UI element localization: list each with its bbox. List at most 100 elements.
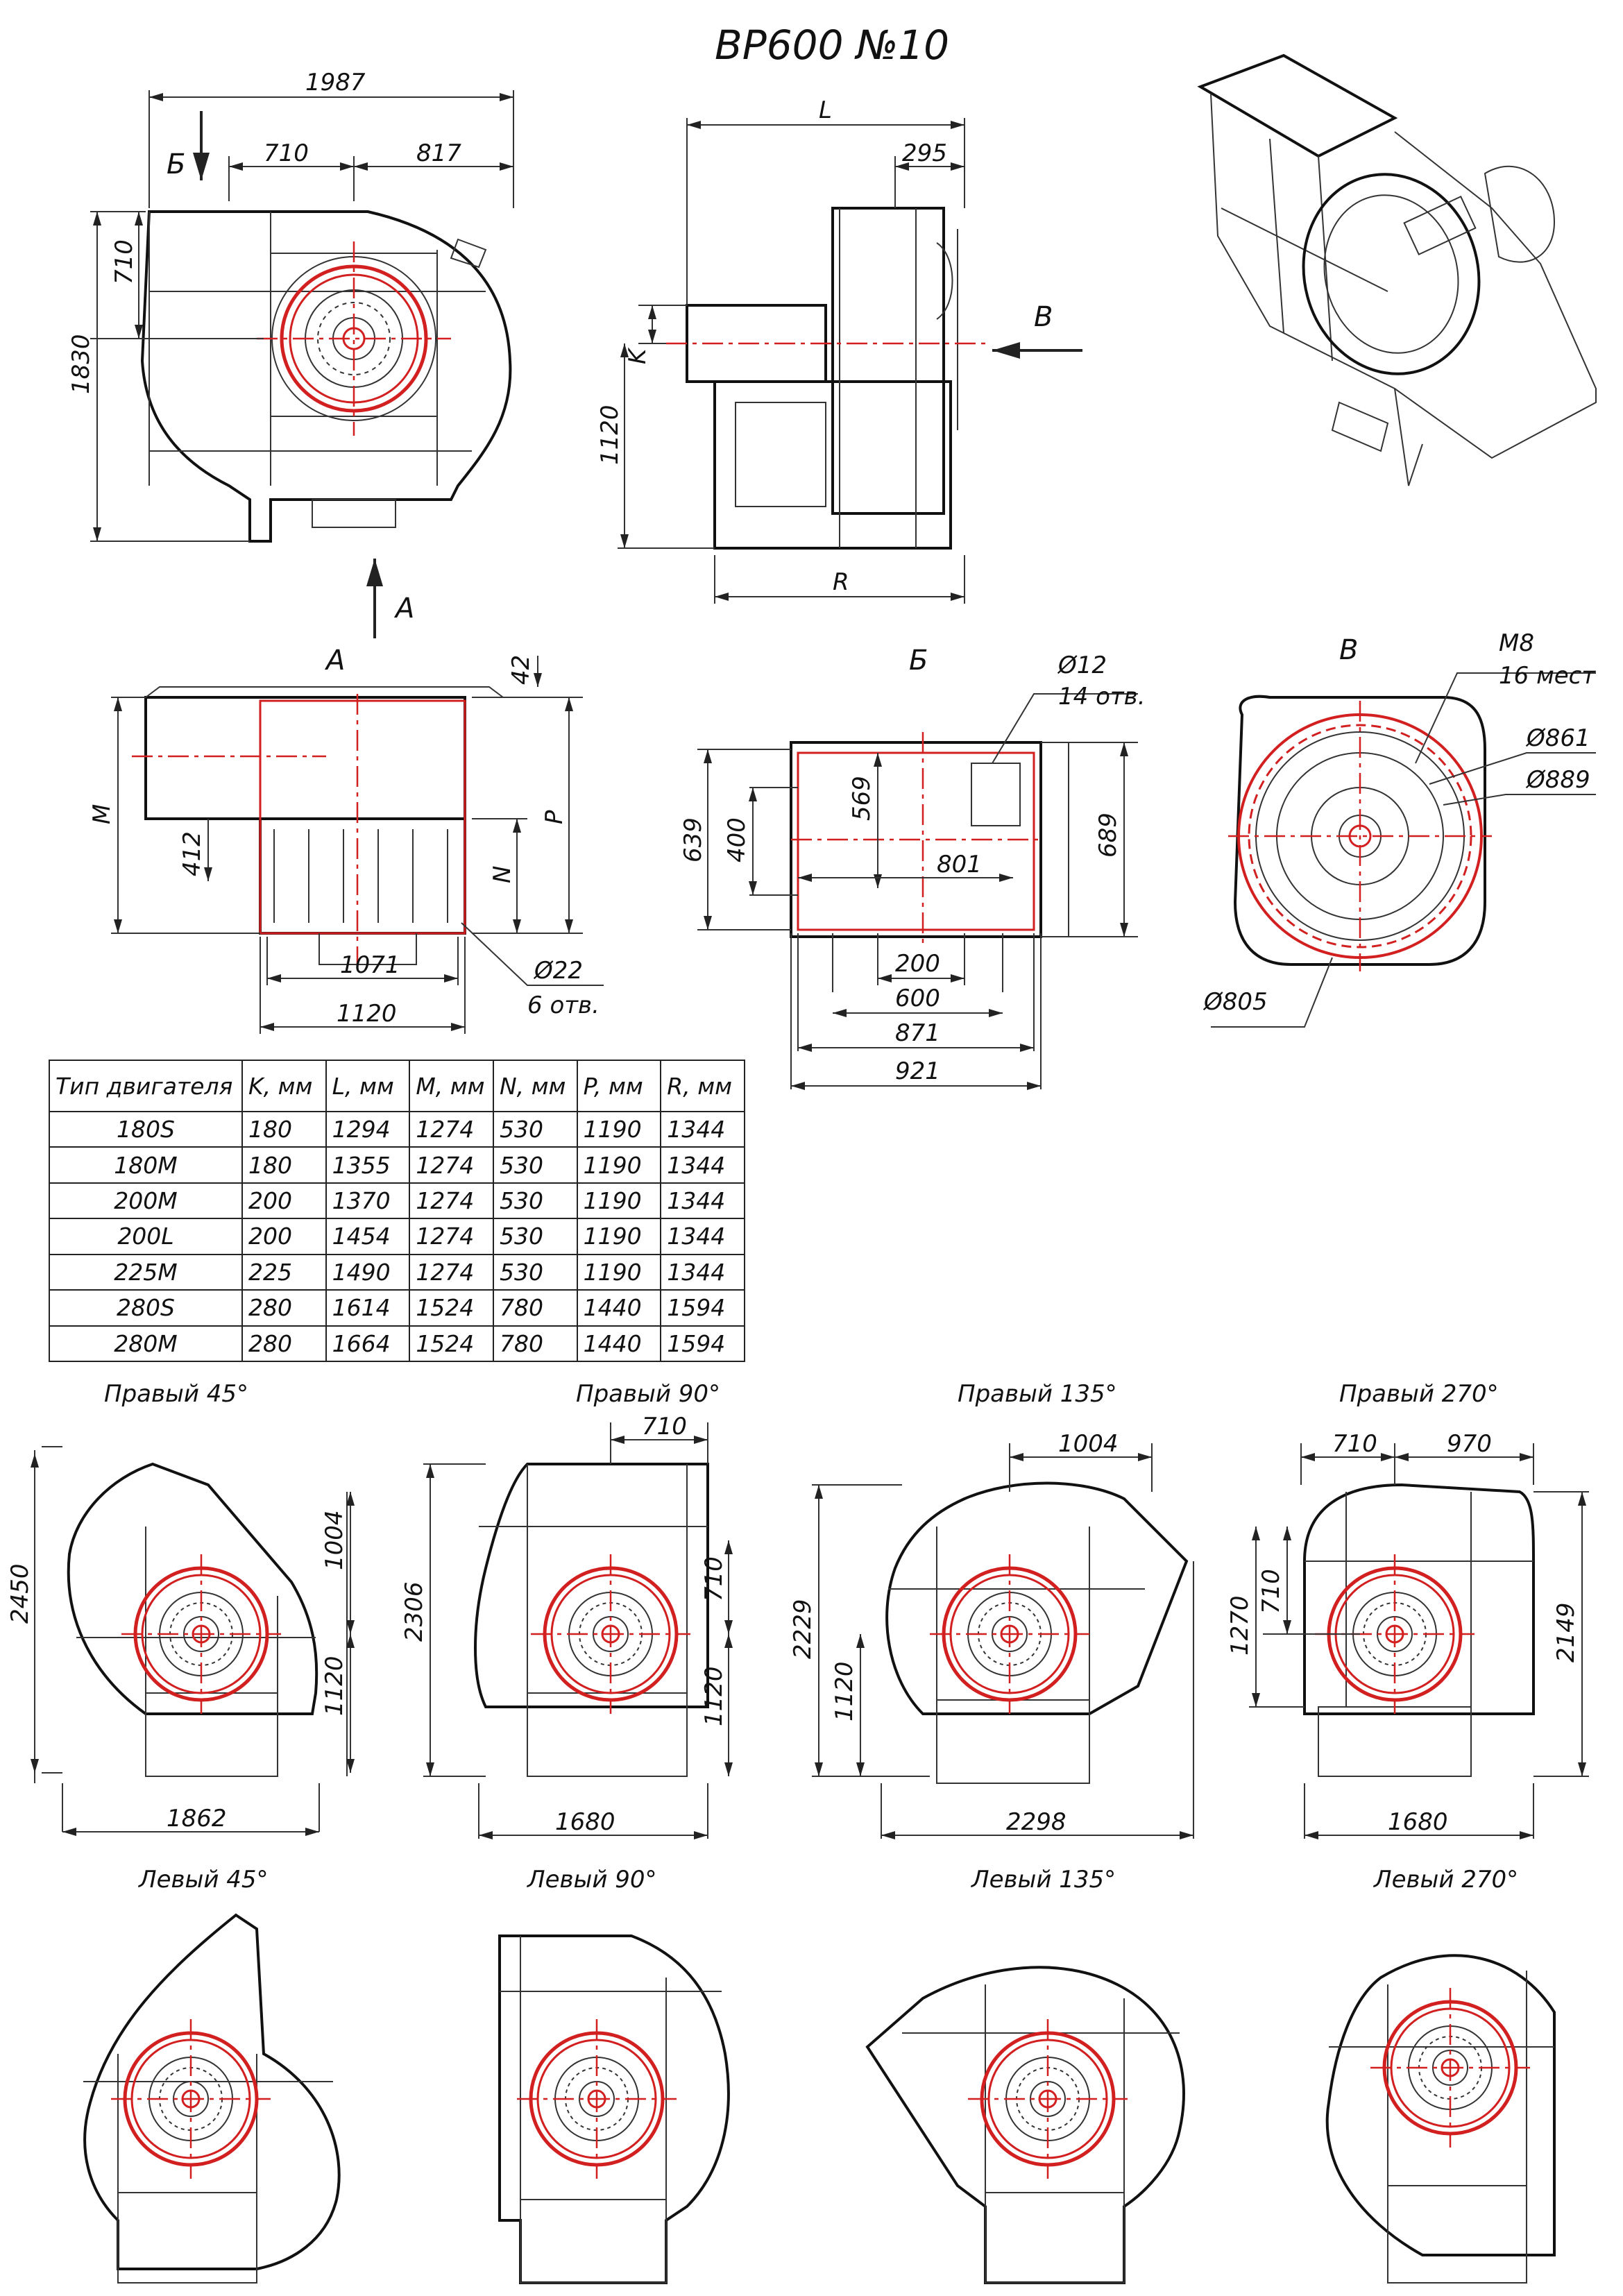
view-b-400-dim: 400 [723, 817, 751, 862]
view-a-42-dim: 42 [507, 655, 535, 685]
table-cell: 280S [49, 1289, 243, 1327]
table-cell: 1274 [409, 1218, 494, 1255]
r90-710-dim: 710 [642, 1413, 687, 1440]
r270-710-dim: 710 [1332, 1430, 1377, 1458]
table-cell: 180 [241, 1146, 327, 1184]
table-cell: 1440 [576, 1289, 662, 1327]
orientation-right-45: Правый 45° 2450 1004 1120 1862 [6, 1380, 355, 1836]
table-cell: 530 [492, 1146, 578, 1184]
table-row: 280S 280 1614 1524 780 1440 1594 [49, 1289, 745, 1327]
table-cell: 225M [49, 1253, 243, 1291]
front-817-dim: 817 [416, 139, 461, 167]
section-b-label: Б [167, 148, 185, 180]
orientation-label: Правый 90° [576, 1380, 720, 1408]
table-cell: 1294 [325, 1110, 411, 1148]
orientation-right-135: Правый 135° 1004 2229 1120 2298 [789, 1380, 1194, 1839]
view-b: Б 639 400 569 801 689 200 600 871 921 Ø1… [679, 645, 1146, 1090]
table-cell: 1344 [660, 1182, 745, 1220]
orientation-label: Правый 135° [958, 1380, 1117, 1408]
view-v-title: В [1339, 634, 1358, 666]
table-cell: 280 [241, 1325, 327, 1363]
table-cell: 1440 [576, 1325, 662, 1363]
side-295-dim: 295 [902, 139, 947, 167]
col-N: N, мм [492, 1060, 578, 1112]
isometric-view [1197, 53, 1597, 486]
r45-1004-dim: 1004 [321, 1510, 348, 1570]
orientation-left-45: Левый 45° [83, 1866, 341, 2284]
r90-width-dim: 1680 [555, 1808, 615, 1836]
view-v: В M8 16 мест Ø861 Ø889 Ø805 [1203, 629, 1596, 1028]
table-cell: 1594 [660, 1325, 745, 1363]
table-cell: 1524 [409, 1325, 494, 1363]
col-motor-type: Тип двигателя [49, 1060, 243, 1112]
view-b-801-dim: 801 [937, 851, 982, 878]
table-cell: 1274 [409, 1110, 494, 1148]
table-cell: 1344 [660, 1146, 745, 1184]
orientation-left-135: Левый 135° [865, 1866, 1185, 2284]
table-row: 180S 180 1294 1274 530 1190 1344 [49, 1110, 745, 1148]
table-cell: 200M [49, 1182, 243, 1220]
table-cell: 1344 [660, 1253, 745, 1291]
arrow-a-label: А [393, 593, 414, 624]
drawing-title: ВР600 №10 [715, 22, 949, 69]
table-cell: 1190 [576, 1146, 662, 1184]
col-R: R, мм [660, 1060, 745, 1112]
r90-height-dim: 2306 [400, 1581, 428, 1642]
table-cell: 200 [241, 1182, 327, 1220]
r90-710-v-dim: 710 [700, 1556, 728, 1601]
table-cell: 530 [492, 1110, 578, 1148]
table-cell: 180S [49, 1110, 243, 1148]
col-P: P, мм [576, 1060, 662, 1112]
table-cell: 200 [241, 1218, 327, 1255]
table-cell: 530 [492, 1218, 578, 1255]
front-height-dim: 1830 [67, 334, 95, 394]
side-L-dim: L [819, 96, 832, 124]
table-cell: 280M [49, 1325, 243, 1363]
side-view: В L 295 K 1120 R [596, 96, 1082, 604]
view-a-412-dim: 412 [178, 831, 206, 876]
r90-1120-dim: 1120 [700, 1666, 728, 1726]
table-cell: 530 [492, 1253, 578, 1291]
table-row: 280M 280 1664 1524 780 1440 1594 [49, 1325, 745, 1363]
table-cell: 200L [49, 1218, 243, 1255]
table-cell: 1190 [576, 1182, 662, 1220]
r45-1120-dim: 1120 [321, 1656, 348, 1716]
side-R-dim: R [833, 568, 849, 596]
view-b-689-dim: 689 [1094, 813, 1122, 858]
r135-width-dim: 2298 [1006, 1808, 1067, 1836]
r270-710-v-dim: 710 [1257, 1569, 1285, 1614]
orientation-label: Левый 90° [526, 1866, 657, 1894]
orientation-label: Правый 270° [1339, 1380, 1499, 1408]
table-cell: 780 [492, 1289, 578, 1327]
r270-height-dim: 2149 [1552, 1602, 1580, 1663]
view-b-title: Б [909, 645, 928, 677]
table-cell: 180M [49, 1146, 243, 1184]
table-cell: 1274 [409, 1146, 494, 1184]
orientation-label: Левый 270° [1373, 1866, 1518, 1894]
table-cell: 1370 [325, 1182, 411, 1220]
orientation-left-270: Левый 270° [1325, 1866, 1556, 2284]
side-1120-dim: 1120 [596, 405, 624, 465]
view-a-P-dim: P [541, 810, 568, 824]
table-cell: 1454 [325, 1218, 411, 1255]
table-cell: 1344 [660, 1218, 745, 1255]
view-v-861-dim: Ø861 [1525, 724, 1590, 752]
arrow-v-label: В [1034, 301, 1053, 333]
col-M: M, мм [409, 1060, 494, 1112]
motor-dimensions-table: Тип двигателя K, мм L, мм M, мм N, мм P,… [49, 1060, 745, 1363]
view-b-600-dim: 600 [895, 985, 940, 1012]
orientation-label: Левый 45° [137, 1866, 269, 1894]
table-cell: 1524 [409, 1289, 494, 1327]
table-cell: 1355 [325, 1146, 411, 1184]
col-L: L, мм [325, 1060, 411, 1112]
view-a-hole-dim: Ø22 [533, 957, 583, 985]
view-a-1120-dim: 1120 [337, 1000, 397, 1028]
view-a-N-dim: N [488, 866, 516, 883]
view-b-639-dim: 639 [679, 817, 707, 862]
orientation-right-270: Правый 270° 710 970 1270 710 2149 1680 [1226, 1380, 1589, 1839]
view-v-805-dim: Ø805 [1203, 988, 1268, 1016]
table-row: 180M 180 1355 1274 530 1190 1344 [49, 1146, 745, 1184]
view-a-M-dim: M [88, 804, 116, 824]
table-cell: 1594 [660, 1289, 745, 1327]
view-b-921-dim: 921 [895, 1057, 940, 1085]
